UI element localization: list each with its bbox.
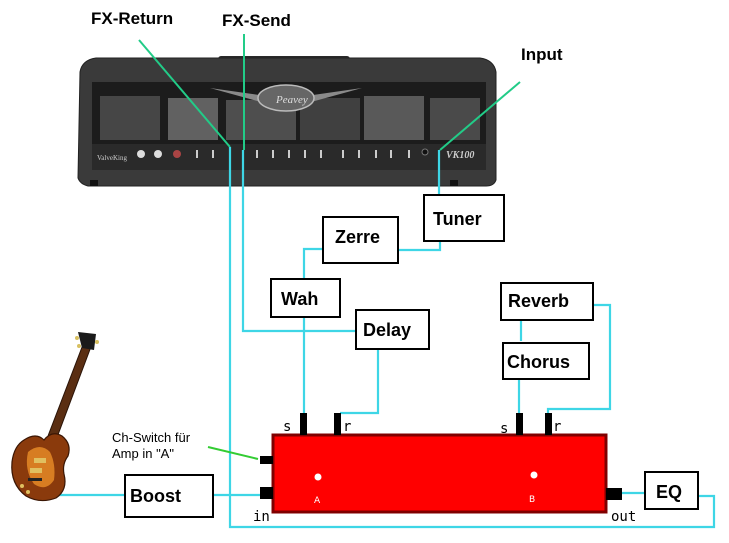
peavey-logo: Peavey [210,84,362,112]
fx-return-lead [138,39,231,148]
tuner-label: Tuner [433,209,482,229]
effect-tuner[interactable]: Tuner [423,194,505,242]
zerre-label: Zerre [335,227,380,247]
input-label: Input [521,45,563,64]
ch-switch-annotation-line1: Ch-Switch für [112,430,191,445]
cables [48,147,716,529]
reverb-label: Reverb [508,291,569,311]
ch-switch-lead [207,446,259,460]
return-a-label: r [343,419,351,435]
fx-send-label: FX-Send [222,11,291,30]
cable-zerre-wah [302,247,322,281]
cable-reverb-return-b [546,303,612,414]
led-b [530,471,538,479]
effect-reverb[interactable]: Reverb [500,282,594,321]
in-label: in [253,509,270,525]
model-label: VK100 [446,150,474,161]
cable-fx-send [241,150,356,333]
loop-a-label: A [314,496,321,506]
effect-delay[interactable]: Delay [355,309,430,350]
input-lead [439,81,521,151]
jack-send-b[interactable] [516,413,523,435]
effect-chorus[interactable]: Chorus [502,342,590,380]
effect-wah[interactable]: Wah [270,278,341,318]
ch-switch-annotation-line2: Amp in "A" [112,446,174,461]
effect-eq[interactable]: EQ [644,471,699,510]
chorus-label: Chorus [507,352,570,372]
amp-knobs [137,148,429,158]
series-label: ValveKing [97,154,127,162]
effect-zerre[interactable]: Zerre [322,216,399,264]
wah-label: Wah [281,289,318,309]
grille-mesh [100,96,480,140]
send-a-label: s [283,419,291,435]
eq-label: EQ [656,482,682,502]
amp-head: Peavey ValveKing VK100 [77,56,497,187]
led-a [314,473,322,481]
cable-fx-return [228,147,716,529]
return-b-label: r [553,419,561,435]
guitar-icon [11,332,99,502]
send-b-label: s [500,421,508,437]
jack-return-b[interactable] [545,413,552,435]
jack-return-a[interactable] [334,413,341,435]
cable-delay-return-a [340,349,380,415]
brand-label: Peavey [275,94,308,106]
boost-label: Boost [130,486,181,506]
loop-b-label: B [529,495,535,505]
jack-in[interactable] [260,487,273,499]
cable-tuner-zerre [399,242,442,252]
ab-switcher[interactable]: A B s r s r in out [253,413,636,525]
jack-send-a[interactable] [300,413,307,435]
switcher-body [271,433,608,514]
effect-boost[interactable]: Boost [124,474,214,518]
out-label: out [611,509,636,525]
jack-out[interactable] [606,488,622,500]
jack-ch-switch[interactable] [260,456,273,464]
fx-return-label: FX-Return [91,9,173,28]
delay-label: Delay [363,320,411,340]
